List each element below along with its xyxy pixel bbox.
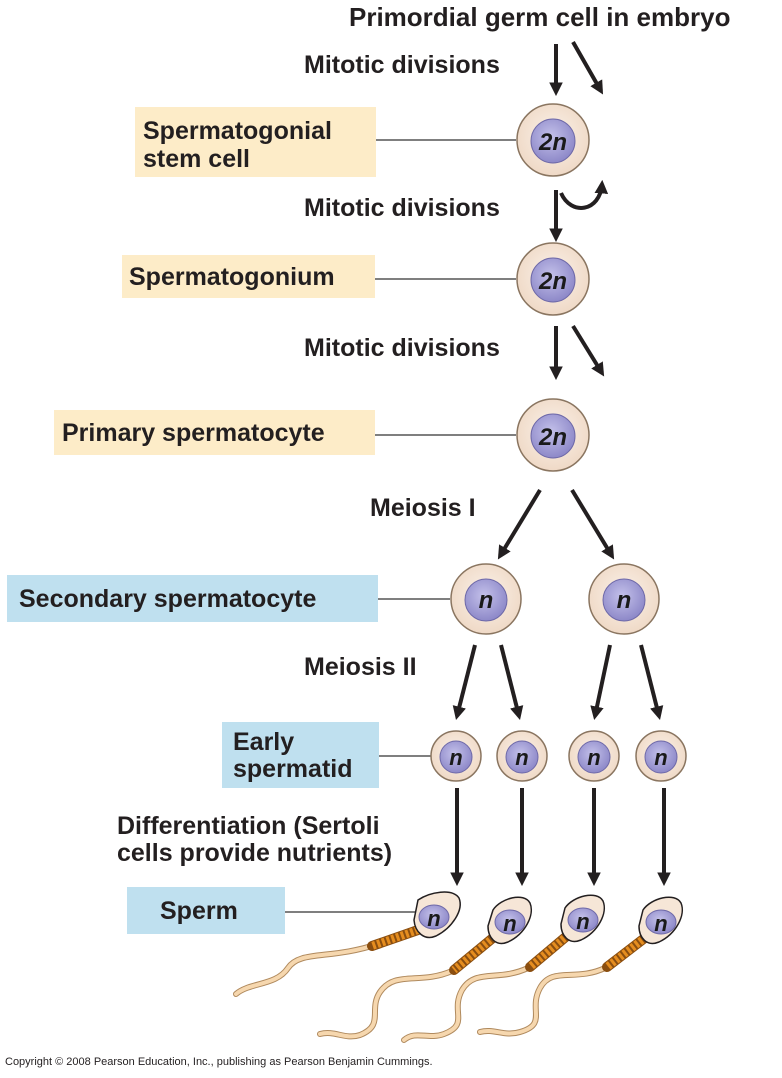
- spermatogonial-stem-cell: 2n: [516, 103, 590, 177]
- early-spermatid-label-2: spermatid: [233, 755, 352, 783]
- sperm-cell-4: n: [477, 896, 683, 1037]
- early-spermatid-cell-1: n: [430, 730, 482, 782]
- ploidy-label: n: [654, 911, 667, 936]
- step-differentiation-1: Differentiation (Sertoli: [117, 812, 380, 840]
- arrow-meiosis1-left: [497, 488, 542, 560]
- ploidy-label: n: [654, 745, 667, 770]
- spermatogonium-box: [122, 255, 375, 298]
- ploidy-label: 2n: [538, 129, 567, 156]
- arrow-meiosis1-right: [570, 488, 615, 560]
- primary-spermatocyte-box: [54, 410, 375, 455]
- division-arrows: [450, 41, 671, 887]
- primary-spermatocyte-label: Primary spermatocyte: [62, 419, 325, 447]
- primary-spermatocyte-cell: 2n: [516, 398, 590, 472]
- arrow-mitotic-3b: [571, 324, 605, 377]
- stem-cell-box: [135, 107, 376, 177]
- sperm-label: Sperm: [160, 897, 238, 925]
- ploidy-label: n: [503, 911, 516, 936]
- step-mitotic-3: Mitotic divisions: [304, 334, 500, 362]
- arrow-meiosis2-4: [639, 644, 664, 720]
- arrow-meiosis2-2: [499, 644, 524, 720]
- ploidy-label: n: [576, 909, 589, 934]
- arrow-meiosis2-3: [590, 644, 612, 720]
- ploidy-label: n: [515, 745, 528, 770]
- copyright-notice: Copyright © 2008 Pearson Education, Inc.…: [5, 1056, 433, 1068]
- stem-cell-label-1: Spermatogonial: [143, 117, 332, 145]
- step-differentiation-2: cells provide nutrients): [117, 839, 392, 867]
- ploidy-label: n: [617, 587, 632, 614]
- ploidy-label: n: [449, 745, 462, 770]
- spermatogonium-cell: 2n: [516, 242, 590, 316]
- arrow-meiosis2-1: [452, 644, 477, 720]
- ploidy-label: n: [427, 906, 440, 931]
- leader-lines: [285, 139, 516, 913]
- spermatogonium-label: Spermatogonium: [129, 263, 335, 291]
- title: Primordial germ cell in embryo: [349, 2, 730, 32]
- secondary-spermatocyte-box: [7, 575, 378, 622]
- step-mitotic-1: Mitotic divisions: [304, 51, 500, 79]
- early-spermatid-label-1: Early: [233, 728, 294, 756]
- stem-cell-label-2: stem cell: [143, 145, 250, 173]
- self-renewal-arrow: [559, 179, 609, 210]
- secondary-spermatocyte-cell-2: n: [588, 563, 660, 635]
- secondary-spermatocyte-label: Secondary spermatocyte: [19, 585, 316, 613]
- step-meiosis-1: Meiosis I: [370, 494, 476, 522]
- step-mitotic-2: Mitotic divisions: [304, 194, 500, 222]
- ploidy-label: 2n: [538, 268, 567, 295]
- arrow-mitotic-1b: [571, 41, 604, 95]
- sperm-cell-2: n: [317, 896, 532, 1040]
- ploidy-label: n: [479, 587, 494, 614]
- sperm-box: [127, 887, 285, 934]
- sperm-cell-1: n: [233, 891, 461, 997]
- secondary-spermatocyte-cell-1: n: [450, 563, 522, 635]
- ploidy-label: 2n: [538, 424, 567, 451]
- early-spermatid-cell-4: n: [635, 730, 687, 782]
- early-spermatid-cell-2: n: [496, 730, 548, 782]
- early-spermatid-cell-3: n: [568, 730, 620, 782]
- step-meiosis-2: Meiosis II: [304, 653, 417, 681]
- sperm-cell-3: n: [401, 894, 605, 1043]
- early-spermatid-box: [222, 722, 379, 788]
- ploidy-label: n: [587, 745, 600, 770]
